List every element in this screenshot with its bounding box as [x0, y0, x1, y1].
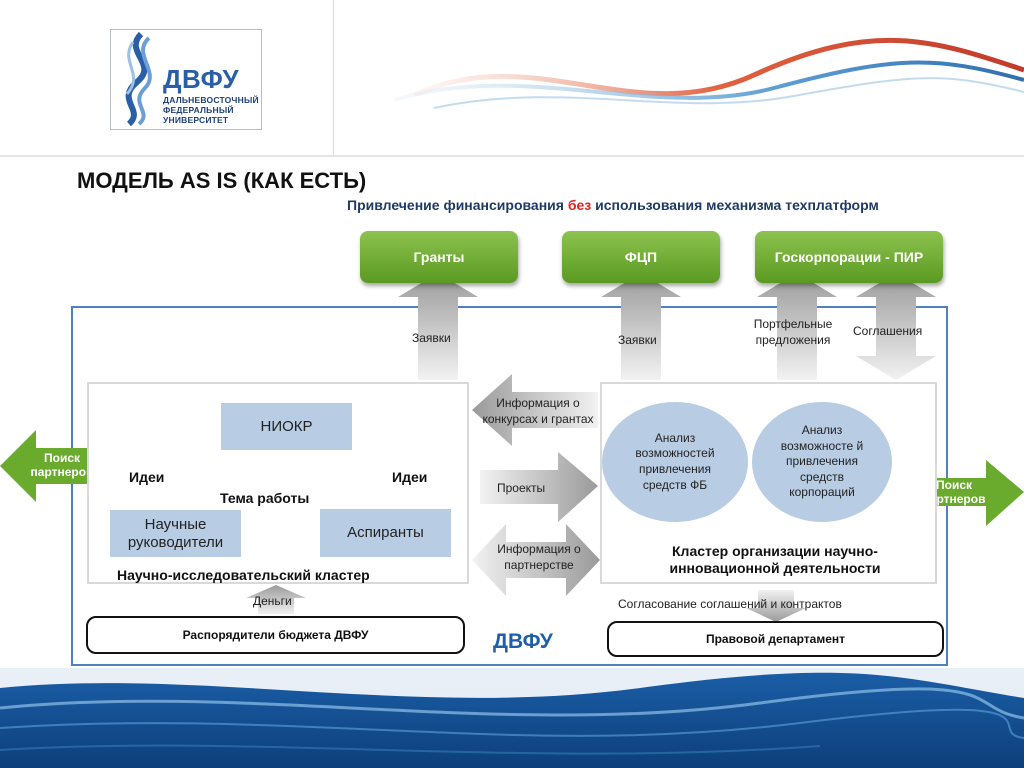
arrow-double-agreements	[856, 273, 936, 380]
footer-waves	[0, 668, 1024, 768]
arrow-down-contracts	[746, 590, 806, 622]
goscorp-button[interactable]: Госкорпорации - ПИР	[755, 231, 943, 283]
partner-search-right[interactable]: Поиск партнеров	[922, 478, 986, 506]
legal-department-box: Правовой департамент	[607, 621, 944, 657]
arrow-up-portfolio	[757, 273, 837, 380]
label-info-contests: Информация о конкурсах и грантах	[482, 396, 594, 426]
arrow-double-partnership	[472, 524, 600, 596]
arrow-up-fcp	[601, 273, 681, 380]
innovation-cluster-label: Кластер организации научно-инновационной…	[669, 542, 881, 577]
arrow-left-info-contests	[472, 374, 598, 446]
analysis-corp-oval: Анализ возможносте й привлечения средств…	[752, 402, 892, 522]
fcp-button[interactable]: ФЦП	[562, 231, 720, 283]
research-cluster-label: Научно-исследовательский кластер	[117, 567, 370, 583]
postgrads-box: Аспиранты	[320, 509, 451, 557]
arrow-right-projects	[480, 452, 598, 522]
label-ideas-left: Идеи	[129, 469, 165, 485]
subtitle-part2: использования механизма техплатформ	[591, 197, 879, 213]
page-subtitle: Привлечение финансирования без использов…	[347, 197, 879, 213]
logo-subtitle-line3: УНИВЕРСИТЕТ	[163, 115, 229, 125]
budget-managers-box: Распорядители бюджета ДВФУ	[86, 616, 465, 654]
subtitle-part1: Привлечение финансирования	[347, 197, 568, 213]
logo-subtitle-line1: ДАЛЬНЕВОСТОЧНЫЙ	[163, 95, 259, 105]
dvfu-label: ДВФУ	[493, 630, 553, 653]
label-agreements: Соглашения	[853, 324, 923, 338]
grants-button[interactable]: Гранты	[360, 231, 518, 283]
logo-emblem-icon	[125, 32, 152, 126]
arrow-up-grants	[398, 273, 478, 380]
subtitle-highlight: без	[567, 197, 592, 213]
label-topic: Тема работы	[220, 490, 310, 506]
header-divider	[0, 155, 1024, 157]
niokr-box: НИОКР	[221, 403, 352, 450]
label-money: Деньги	[253, 594, 292, 608]
logo-subtitle-line2: ФЕДЕРАЛЬНЫЙ	[163, 105, 234, 115]
label-portfolio: Портфельные предложения	[753, 317, 833, 347]
decorative-waves	[393, 37, 1024, 109]
label-zayavki-grants: Заявки	[412, 331, 451, 345]
page-title: МОДЕЛЬ AS IS (КАК ЕСТЬ)	[77, 168, 367, 193]
analysis-fb-oval: Анализ возможностей привлечения средств …	[602, 402, 748, 522]
logo-name: ДВФУ	[163, 64, 240, 94]
label-info-partnership: Информация о партнерстве	[497, 542, 581, 572]
label-projects: Проекты	[497, 481, 546, 495]
partner-search-left[interactable]: Поиск партнеров	[30, 451, 94, 479]
university-logo	[110, 29, 262, 130]
label-zayavki-fcp: Заявки	[618, 333, 657, 347]
label-contracts: Согласование соглашений и контрактов	[618, 597, 842, 611]
label-ideas-right: Идеи	[392, 469, 428, 485]
supervisors-box: Научные руководители	[110, 510, 241, 557]
arrow-up-money	[246, 585, 306, 614]
header-separator	[333, 0, 334, 157]
